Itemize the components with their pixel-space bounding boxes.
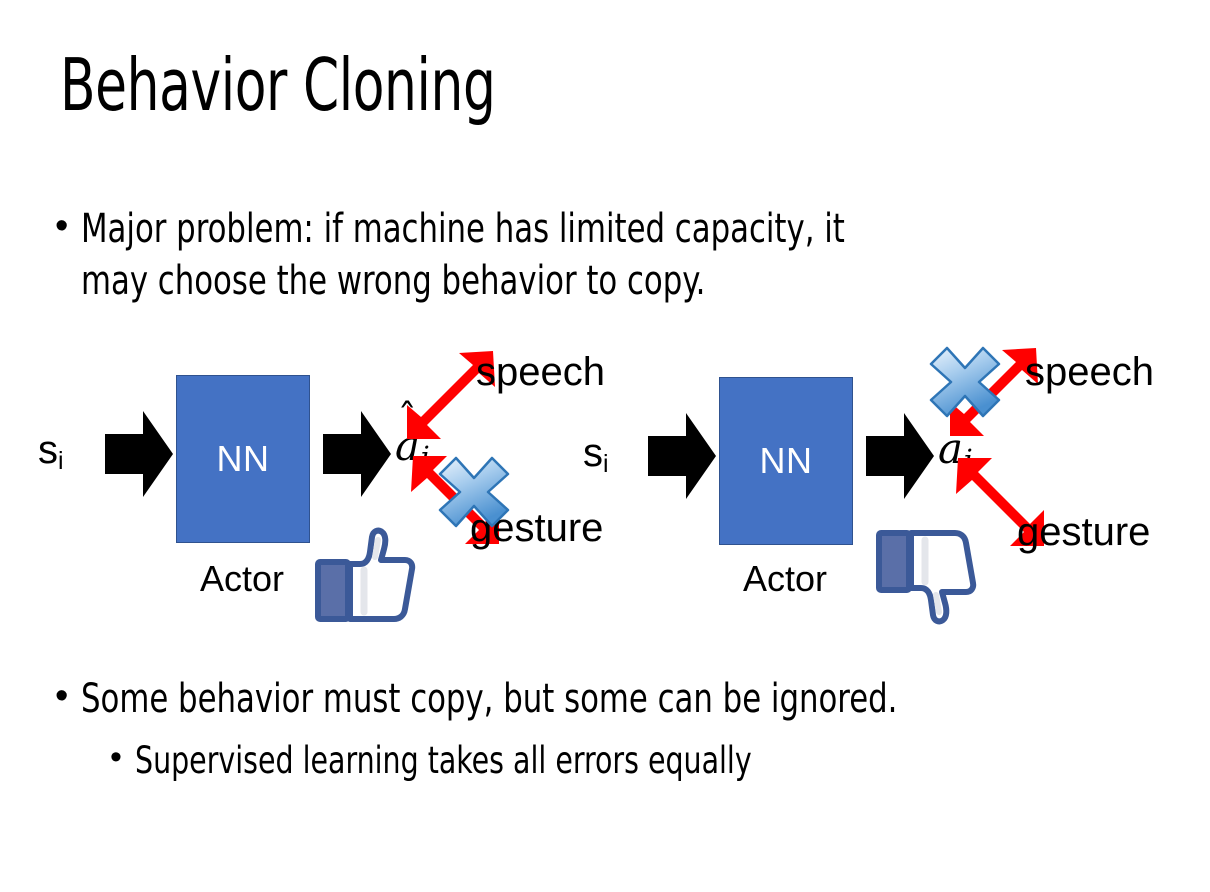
page-title: Behavior Cloning — [60, 43, 496, 127]
bullet-marker: • — [110, 738, 122, 776]
output-arrow-right-icon — [866, 410, 934, 502]
bullet-item-some-behavior: • Some behavior must copy, but some can … — [55, 673, 1185, 725]
thumbs-up-icon — [312, 526, 416, 626]
actor-label-right: Actor — [743, 558, 828, 599]
bullet-text-problem: Major problem: if machine has limited ca… — [81, 206, 846, 304]
bullet-item-supervised-learning: • Supervised learning takes all errors e… — [110, 737, 1190, 785]
bullet-item-problem: • Major problem: if machine has limited … — [55, 203, 1175, 307]
nn-box-right: NN — [719, 377, 853, 545]
input-arrow-left-icon — [105, 408, 173, 500]
cross-marker-speech-right-icon — [927, 344, 1003, 420]
bullet-marker: • — [55, 205, 69, 247]
state-label-left: si — [38, 428, 64, 475]
state-label-right: si — [583, 431, 609, 478]
branch-arrow-gesture-right-icon — [946, 450, 1050, 554]
nn-label-right: NN — [759, 440, 813, 481]
branch-arrow-speech-right-icon — [944, 340, 1048, 444]
diagram-left-good-case: si NN Actor ai — [10, 330, 610, 640]
nn-box-left: NN — [176, 375, 310, 543]
branch-arrow-speech-left-icon — [401, 343, 505, 447]
branch-label-speech-right: speech — [1025, 350, 1154, 394]
diagram-right-bad-case: si NN Actor ai — [555, 330, 1155, 640]
nn-label-left: NN — [216, 438, 270, 479]
branch-label-speech-left: speech — [476, 350, 605, 394]
output-arrow-left-icon — [323, 408, 391, 500]
bullet-text-some-behavior: Some behavior must copy, but some can be… — [81, 676, 898, 722]
bullet-marker: • — [55, 675, 69, 717]
actor-label-left: Actor — [200, 558, 285, 599]
input-arrow-right-icon — [648, 410, 716, 502]
bullet-text-supervised-learning: Supervised learning takes all errors equ… — [134, 739, 752, 782]
thumbs-down-icon — [873, 526, 977, 626]
branch-label-gesture-right: gesture — [1017, 510, 1151, 554]
cross-marker-gesture-left-icon — [436, 454, 512, 530]
